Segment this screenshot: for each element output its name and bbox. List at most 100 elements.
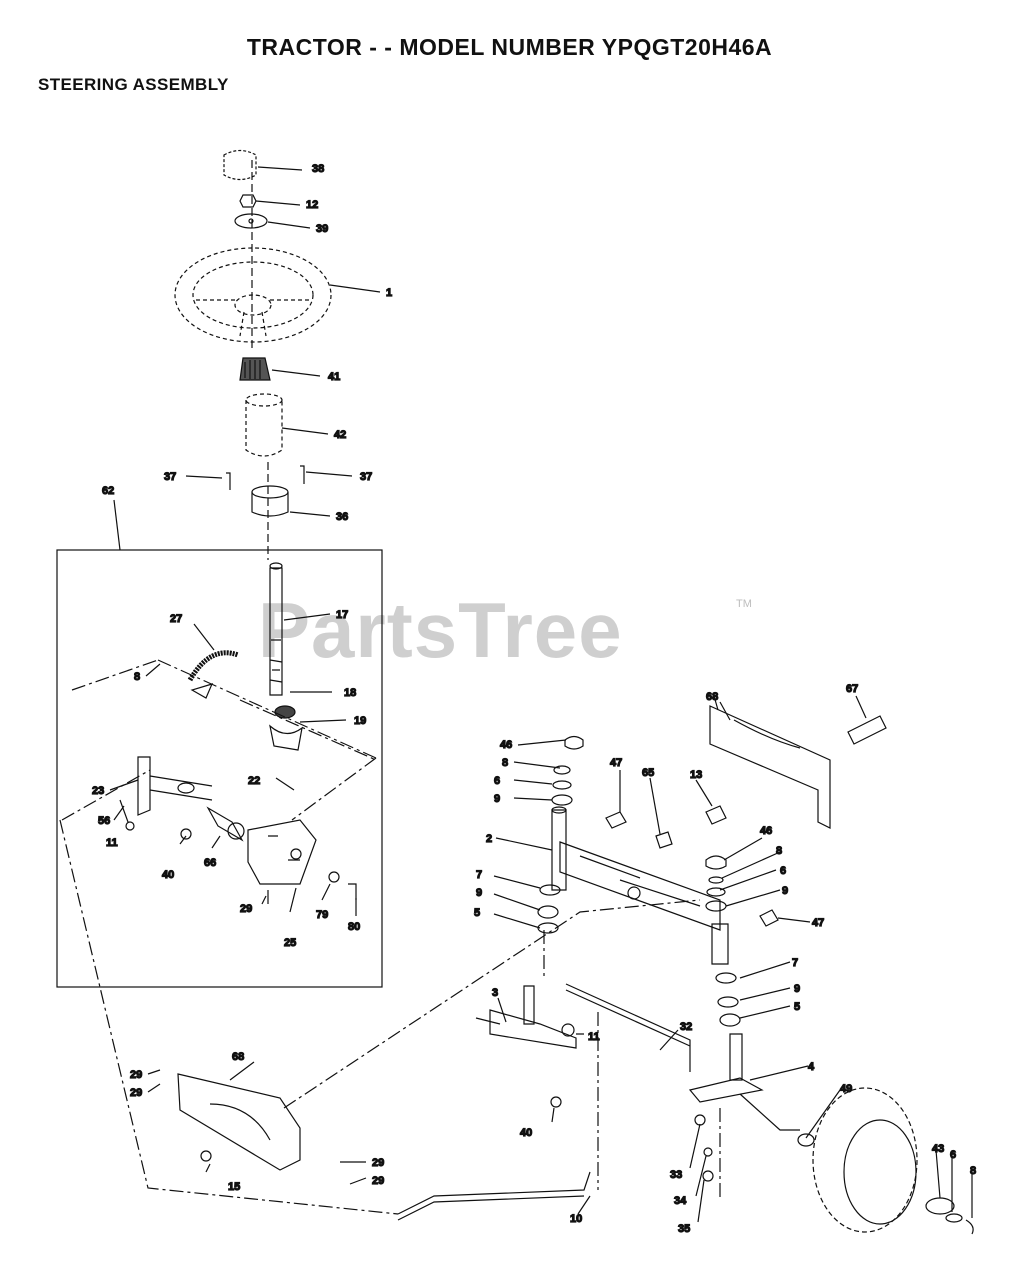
callout-32: 32 xyxy=(680,1021,692,1033)
callout-80: 80 xyxy=(348,921,360,933)
callout-13: 13 xyxy=(690,769,702,781)
leader-lines xyxy=(109,166,973,1223)
callout-34: 34 xyxy=(674,1195,687,1207)
callout-37-right: 37 xyxy=(360,471,372,483)
callout-37-left: 37 xyxy=(164,471,176,483)
callout-12: 12 xyxy=(306,199,318,211)
callout-65: 65 xyxy=(642,767,654,779)
sector-gear xyxy=(187,650,239,699)
callout-29-d: 29 xyxy=(372,1157,384,1169)
callout-5-b: 5 xyxy=(794,1001,800,1013)
callout-68-bottom: 68 xyxy=(232,1051,244,1063)
steering-gear-kit-box xyxy=(56,549,383,988)
callout-8-a: 8 xyxy=(134,671,140,683)
callout-8-b: 8 xyxy=(502,757,508,769)
callout-40-a: 40 xyxy=(162,869,174,881)
callout-27: 27 xyxy=(170,613,182,625)
callout-7-b: 7 xyxy=(792,957,798,969)
spindle-right xyxy=(688,1033,800,1182)
callout-1: 1 xyxy=(386,287,392,299)
steering-washer xyxy=(234,213,268,229)
callout-40-b: 40 xyxy=(520,1127,532,1139)
assembly-line-lower xyxy=(59,769,399,1215)
callout-36: 36 xyxy=(336,511,348,523)
callout-11-b: 11 xyxy=(588,1031,600,1043)
drag-link xyxy=(565,983,691,1072)
spacer-tube xyxy=(206,806,245,842)
callout-23: 23 xyxy=(92,785,104,797)
steering-plate-lower xyxy=(177,1073,301,1171)
callout-4: 4 xyxy=(808,1061,815,1073)
callout-6-c: 6 xyxy=(950,1149,956,1161)
front-axle xyxy=(551,806,721,931)
callout-29-c: 29 xyxy=(130,1087,142,1099)
assembly-line-upper xyxy=(71,659,377,821)
section-title: STEERING ASSEMBLY xyxy=(38,75,229,94)
callout-18: 18 xyxy=(344,687,356,699)
callout-7-a: 7 xyxy=(476,869,482,881)
column-screws xyxy=(226,465,305,490)
steering-cap xyxy=(223,149,257,181)
drag-link-lower xyxy=(397,1171,591,1221)
steering-adapter xyxy=(239,357,271,381)
washer-stack-right xyxy=(705,855,741,1027)
steering-shaft xyxy=(269,562,283,696)
callout-56: 56 xyxy=(98,815,110,827)
callout-43: 43 xyxy=(932,1143,944,1155)
callout-46-b: 46 xyxy=(760,825,772,837)
callout-38: 38 xyxy=(312,163,324,175)
callout-9-c: 9 xyxy=(476,887,482,899)
callout-9-d: 9 xyxy=(794,983,800,995)
callout-35: 35 xyxy=(678,1223,690,1235)
callout-29-e: 29 xyxy=(372,1175,384,1187)
callout-41: 41 xyxy=(328,371,340,383)
callout-15: 15 xyxy=(228,1181,240,1193)
pivot-bushings xyxy=(655,805,727,849)
page-title: TRACTOR - - MODEL NUMBER YPQGT20H46A xyxy=(246,34,773,60)
steering-wheel xyxy=(174,247,332,343)
callout-79: 79 xyxy=(316,909,328,921)
callout-29-b: 29 xyxy=(130,1069,142,1081)
column-bushing xyxy=(251,485,289,517)
callout-9-b: 9 xyxy=(782,885,788,897)
watermark: PartsTree xyxy=(258,586,623,674)
callout-8-d: 8 xyxy=(970,1165,976,1177)
bracket-hardware xyxy=(125,821,357,904)
callout-17: 17 xyxy=(336,609,348,621)
callout-25: 25 xyxy=(284,937,296,949)
callout-3: 3 xyxy=(492,987,498,999)
callout-47-b: 47 xyxy=(812,917,824,929)
spindle-left xyxy=(475,985,577,1108)
callout-33: 33 xyxy=(670,1169,682,1181)
callout-11-a: 11 xyxy=(106,837,118,849)
callout-29-a: 29 xyxy=(240,903,252,915)
grease-fitting-right xyxy=(759,909,779,927)
callout-49: 49 xyxy=(840,1083,852,1095)
callout-6-a: 6 xyxy=(494,775,500,787)
drag-link-bracket xyxy=(137,756,213,816)
callout-67: 67 xyxy=(846,683,858,695)
callout-19: 19 xyxy=(354,715,366,727)
callout-6-b: 6 xyxy=(780,865,786,877)
callout-2: 2 xyxy=(486,833,492,845)
callout-42: 42 xyxy=(334,429,346,441)
callout-5-a: 5 xyxy=(474,907,480,919)
callout-9-a: 9 xyxy=(494,793,500,805)
axle-center-line xyxy=(283,899,721,1200)
steering-column-cover xyxy=(245,393,283,457)
callout-10: 10 xyxy=(570,1213,582,1225)
steering-nut xyxy=(239,194,257,208)
axle-bolt xyxy=(847,715,887,745)
callout-62: 62 xyxy=(102,485,114,497)
callout-66: 66 xyxy=(204,857,216,869)
axle-mount-bracket xyxy=(709,701,831,829)
callout-labels: 38 12 39 1 41 42 37 37 36 62 17 27 8 18 … xyxy=(91,162,976,1235)
callout-47-a: 47 xyxy=(610,757,622,769)
callout-8-c: 8 xyxy=(776,845,782,857)
grease-fitting-left xyxy=(605,811,627,829)
center-line-upper xyxy=(251,160,269,560)
trademark-mark: TM xyxy=(736,598,752,610)
support-bracket xyxy=(247,819,317,885)
callout-68-top: 68 xyxy=(706,691,718,703)
